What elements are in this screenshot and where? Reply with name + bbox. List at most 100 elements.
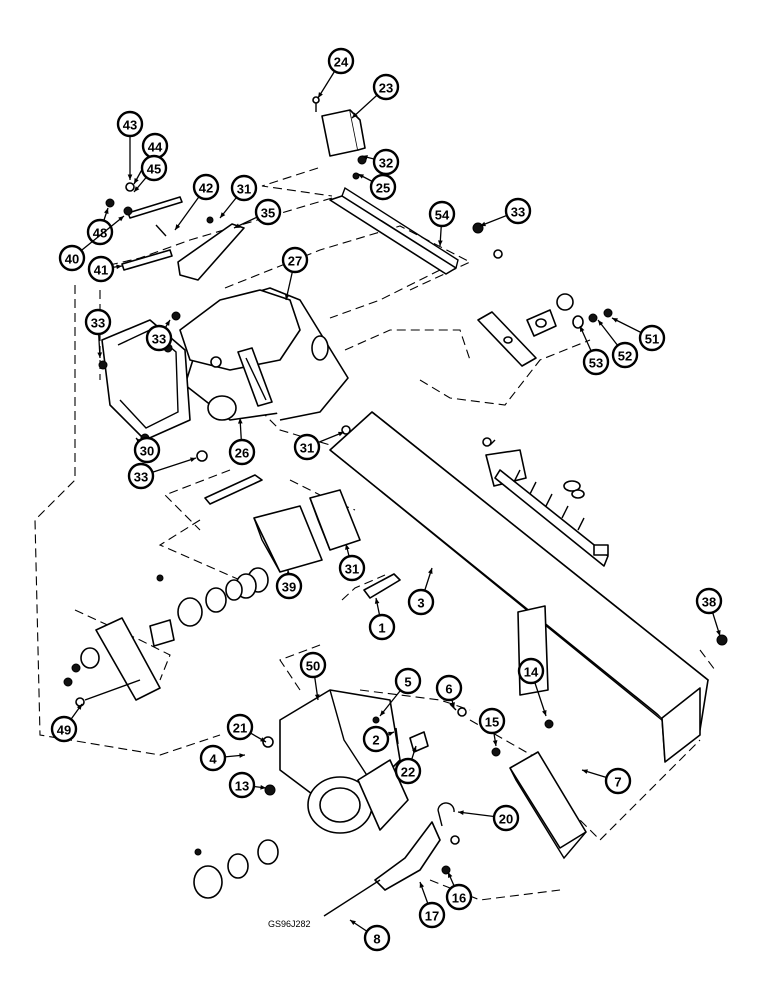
callout-arrowhead	[716, 630, 721, 636]
callout-48: 48	[86, 218, 114, 246]
callout-circle	[435, 674, 463, 702]
callout-4: 4	[199, 744, 227, 772]
callout-arrowhead	[374, 598, 380, 604]
callout-circle	[369, 173, 397, 201]
callout-arrowhead	[134, 186, 140, 192]
callout-number: 39	[282, 580, 296, 595]
callout-arrowhead	[412, 746, 417, 752]
callout-arrowhead	[598, 320, 604, 326]
callout-circle	[84, 308, 112, 336]
callout-arrowhead	[127, 174, 133, 180]
callout-circle	[230, 174, 258, 202]
callout-arrowhead	[345, 544, 350, 550]
callout-number: 31	[300, 441, 314, 456]
callout-51: 51	[638, 324, 666, 352]
callout-arrowhead	[104, 208, 109, 214]
callout-39: 39	[275, 572, 303, 600]
callout-number: 52	[618, 349, 632, 364]
callout-arrowhead	[338, 431, 344, 437]
callout-arrowhead	[352, 112, 358, 118]
callout-number: 25	[376, 181, 390, 196]
lower-left-gears	[63, 567, 269, 707]
callout-circle	[604, 767, 632, 795]
callout-circle	[226, 713, 254, 741]
callout-33: 33	[145, 324, 173, 352]
callout-arrowhead	[362, 155, 368, 160]
callout-number: 48	[93, 226, 107, 241]
callout-3: 3	[407, 588, 435, 616]
callout-number: 35	[261, 206, 275, 221]
callout-number: 2	[372, 733, 379, 748]
callout-circle	[504, 197, 532, 225]
callout-42: 42	[192, 173, 220, 201]
callout-number: 43	[123, 118, 137, 133]
callout-number: 51	[645, 332, 659, 347]
callout-2: 2	[362, 725, 390, 753]
callout-31: 31	[338, 554, 366, 582]
callout-arrowhead	[448, 872, 453, 878]
callout-number: 45	[147, 162, 161, 177]
callout-number: 4	[209, 752, 217, 767]
callout-number: 42	[199, 181, 213, 196]
callout-circle	[638, 324, 666, 352]
callout-50: 50	[299, 651, 327, 679]
callout-number: 8	[373, 932, 380, 947]
callout-20: 20	[492, 804, 520, 832]
callout-arrowhead	[97, 352, 103, 358]
callout-number: 54	[435, 208, 450, 223]
callout-arrowhead	[492, 740, 498, 746]
callout-number: 13	[235, 779, 249, 794]
callout-arrowhead	[542, 710, 547, 716]
callout-number: 38	[702, 595, 716, 610]
callout-circle	[582, 348, 610, 376]
callout-arrowhead	[480, 221, 486, 227]
callout-33: 33	[84, 308, 112, 336]
callout-26: 26	[228, 438, 256, 466]
callout-16: 16	[445, 883, 473, 911]
callout-circle	[145, 324, 173, 352]
callout-circle	[293, 433, 321, 461]
callout-7: 7	[604, 767, 632, 795]
callout-circle	[611, 341, 639, 369]
callout-23: 23	[372, 73, 400, 101]
lower-guards	[323, 634, 728, 917]
callout-15: 15	[478, 707, 506, 735]
callout-number: 33	[134, 470, 148, 485]
gearbox-housing	[98, 287, 351, 462]
callout-arrowhead	[284, 294, 290, 300]
callout-arrowhead	[220, 212, 226, 218]
callout-arrowhead	[350, 920, 356, 926]
callout-circle	[87, 255, 115, 283]
callout-arrowhead	[380, 710, 386, 716]
callout-53: 53	[582, 348, 610, 376]
callout-arrowhead	[234, 223, 240, 228]
callout-arrowhead	[438, 240, 443, 246]
callout-31: 31	[293, 433, 321, 461]
callout-5: 5	[394, 667, 422, 695]
callout-24: 24	[327, 47, 355, 75]
callout-number: 33	[91, 316, 105, 331]
callout-arrowhead	[419, 882, 425, 888]
callout-17: 17	[418, 901, 446, 929]
callout-number: 26	[235, 446, 249, 461]
callout-8: 8	[363, 924, 391, 952]
callout-35: 35	[254, 198, 282, 226]
callout-1: 1	[368, 613, 396, 641]
callout-circle	[116, 110, 144, 138]
callout-arrowhead	[260, 737, 266, 742]
callout-number: 7	[614, 775, 621, 790]
callout-circle	[362, 725, 390, 753]
callout-arrowhead	[428, 568, 433, 574]
callout-circle	[327, 47, 355, 75]
callout-number: 50	[306, 659, 320, 674]
callout-number: 33	[152, 332, 166, 347]
callout-circle	[372, 73, 400, 101]
callout-arrowhead	[580, 326, 585, 332]
callout-circle	[478, 707, 506, 735]
callout-arrowhead	[175, 224, 181, 230]
callout-arrowhead	[165, 320, 170, 326]
callout-circle	[418, 901, 446, 929]
callout-circle	[140, 154, 168, 182]
